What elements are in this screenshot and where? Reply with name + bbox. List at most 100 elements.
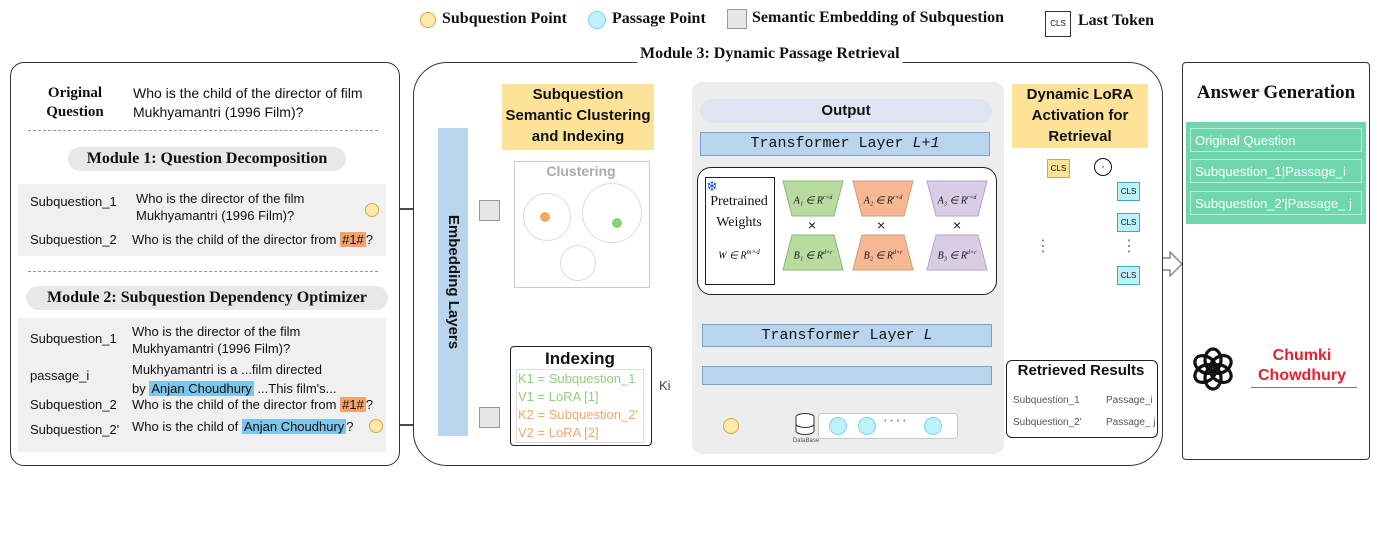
cluster-circle <box>560 245 596 281</box>
module2-title: Module 2: Subquestion Dependency Optimiz… <box>26 286 388 310</box>
m2-passage-label: passage_i <box>30 368 90 383</box>
b1-sup: d×r <box>823 250 833 256</box>
m2-sq1-text: Who is the director of the film Mukhyama… <box>132 324 301 356</box>
retrieved-q2: Subquestion_2' <box>1013 417 1082 428</box>
semantic-embedding-icon <box>479 407 500 428</box>
transformer-bottom-symbol: L <box>923 327 933 344</box>
a2-sup: r×d <box>893 195 903 201</box>
m2-sq2-label: Subquestion_2 <box>30 397 117 412</box>
m2-passage-text: Mukhyamantri is a ...film directed by Anj… <box>132 361 372 397</box>
m2-sq1-label: Subquestion_1 <box>30 331 117 346</box>
vertical-ellipsis: ⋮ <box>1035 238 1051 255</box>
ki-label: Ki <box>659 378 671 393</box>
times-symbol: × <box>877 217 886 233</box>
index-v1: V1 = LoRA [1] <box>518 389 599 404</box>
m2-sq2p-text: Who is the child of Anjan Choudhury? <box>132 418 354 435</box>
legend-subquestion-point: Subquestion Point <box>442 10 567 27</box>
w-formula: W ∈ Rm×d <box>705 248 773 261</box>
database-label: DataBase <box>792 438 820 444</box>
m1-sq2-body: Who is the child of the director from <box>132 232 341 247</box>
database-icon <box>795 413 815 435</box>
transformer-top-symbol: L+1 <box>912 135 940 152</box>
index-k1: K1 = Subquestion_1 <box>518 371 636 386</box>
vertical-ellipsis: ⋮ <box>1121 238 1137 255</box>
passage-point-icon <box>829 417 847 435</box>
answer-underline <box>1251 387 1357 388</box>
m2-passage-rest: ...This film's... <box>253 381 337 396</box>
m1-sq2-text: Who is the child of the director from #1… <box>132 231 373 248</box>
lora-b1: B₁ ∈ Rd×r <box>782 235 844 271</box>
retrieved-q1: Subquestion_1 <box>1013 395 1080 406</box>
lora-a3: A₃ ∈ Rr×d <box>926 180 988 216</box>
odot-icon: · <box>1094 158 1112 176</box>
cls-token: CLS <box>1117 182 1140 201</box>
times-symbol: × <box>808 217 817 233</box>
m2-sq2-text: Who is the child of the director from #1… <box>132 396 373 413</box>
original-question-label: Original Question <box>46 85 104 120</box>
b2-label: B₂ ∈ R <box>863 250 893 262</box>
transformer-layer-bottom: Transformer Layer L <box>702 324 992 347</box>
dynamic-lora-header: Dynamic LoRA Activation for Retrieval <box>1012 84 1148 148</box>
m2-sq2p-body: Who is the child of <box>132 419 242 434</box>
m1-sq2-end: ? <box>365 232 374 247</box>
m1-sq2-tag: #1# <box>340 232 366 247</box>
cls-legend-icon: CLS <box>1045 11 1071 37</box>
cluster-circle <box>582 183 642 243</box>
retrieved-p1: Passage_i <box>1106 395 1153 406</box>
semantic-embedding-legend-icon <box>727 9 747 29</box>
retrieved-p2: Passage_ j <box>1106 417 1156 428</box>
transformer-top-label: Transformer Layer <box>750 135 913 152</box>
a1-label: A₁ ∈ R <box>793 195 823 207</box>
retrieved-results-box <box>1006 360 1158 438</box>
cluster-point-orange <box>540 212 550 222</box>
module1-title: Module 1: Question Decomposition <box>68 147 346 171</box>
module1-box <box>18 184 386 256</box>
lora-b3: B₃ ∈ Rd×r <box>926 235 988 271</box>
answer-row-sq1: Subquestion_1|Passage_i <box>1190 159 1362 183</box>
embedding-row <box>702 366 992 385</box>
m2-sq2-end: ? <box>365 397 374 412</box>
embedding-layers <box>438 128 468 436</box>
m2-passage-line1: Mukhyamantri is a ...film directed <box>132 362 323 377</box>
b2-sup: d×r <box>893 250 903 256</box>
embedding-layers-label: Embedding Layers <box>445 214 462 350</box>
semantic-embedding-icon <box>479 200 500 221</box>
subquestion-point-icon <box>369 419 383 433</box>
pretrained-weights-box <box>705 177 775 285</box>
clustering-box <box>514 161 650 288</box>
a3-label: A₃ ∈ R <box>937 195 967 207</box>
passage-point-icon <box>858 417 876 435</box>
retrieved-results-title: Retrieved Results <box>1017 362 1145 379</box>
m2-passage-name: Anjan Choudhury <box>149 381 254 396</box>
subquestion-point-icon <box>365 203 379 217</box>
b3-sup: d×r <box>967 250 977 256</box>
w-formula-base: W ∈ R <box>718 250 747 262</box>
clustering-header: Subquestion Semantic Clustering and Inde… <box>502 84 654 150</box>
lora-b2: B₂ ∈ Rd×r <box>852 235 914 271</box>
indexing-list: K1 = Subquestion_1 V1 = LoRA [1] K2 = Su… <box>516 369 644 443</box>
m2-sq2p-label: Subquestion_2' <box>30 422 120 437</box>
a1-sup: r×d <box>823 195 833 201</box>
b1-label: B₁ ∈ R <box>793 250 823 262</box>
answer-result: Chumki Chowdhury <box>1258 347 1346 384</box>
lora-a1: A₁ ∈ Rr×d <box>782 180 844 216</box>
times-symbol: × <box>953 217 962 233</box>
m2-sq2-tag: #1# <box>340 397 366 412</box>
subquestion-point-icon <box>723 418 739 434</box>
subquestion-point-legend-icon <box>420 12 436 28</box>
clustering-label: Clustering <box>546 163 616 179</box>
cluster-circle <box>523 193 571 241</box>
m1-sq1-text: Who is the director of the film Mukhyama… <box>136 191 305 223</box>
cls-token: CLS <box>1117 266 1140 285</box>
legend-passage-point: Passage Point <box>612 10 706 27</box>
output-label: Output <box>700 99 992 123</box>
m2-passage-by: by <box>132 381 150 396</box>
m2-sq2p-name: Anjan Choudhury <box>241 419 347 434</box>
legend-last-token: Last Token <box>1078 12 1155 29</box>
indexing-title: Indexing <box>545 349 615 368</box>
transformer-bottom-label: Transformer Layer <box>761 327 924 344</box>
w-formula-sup: m×d <box>746 248 760 256</box>
lora-shapes <box>782 180 988 271</box>
original-question-text: Who is the child of the director of film… <box>133 85 363 120</box>
